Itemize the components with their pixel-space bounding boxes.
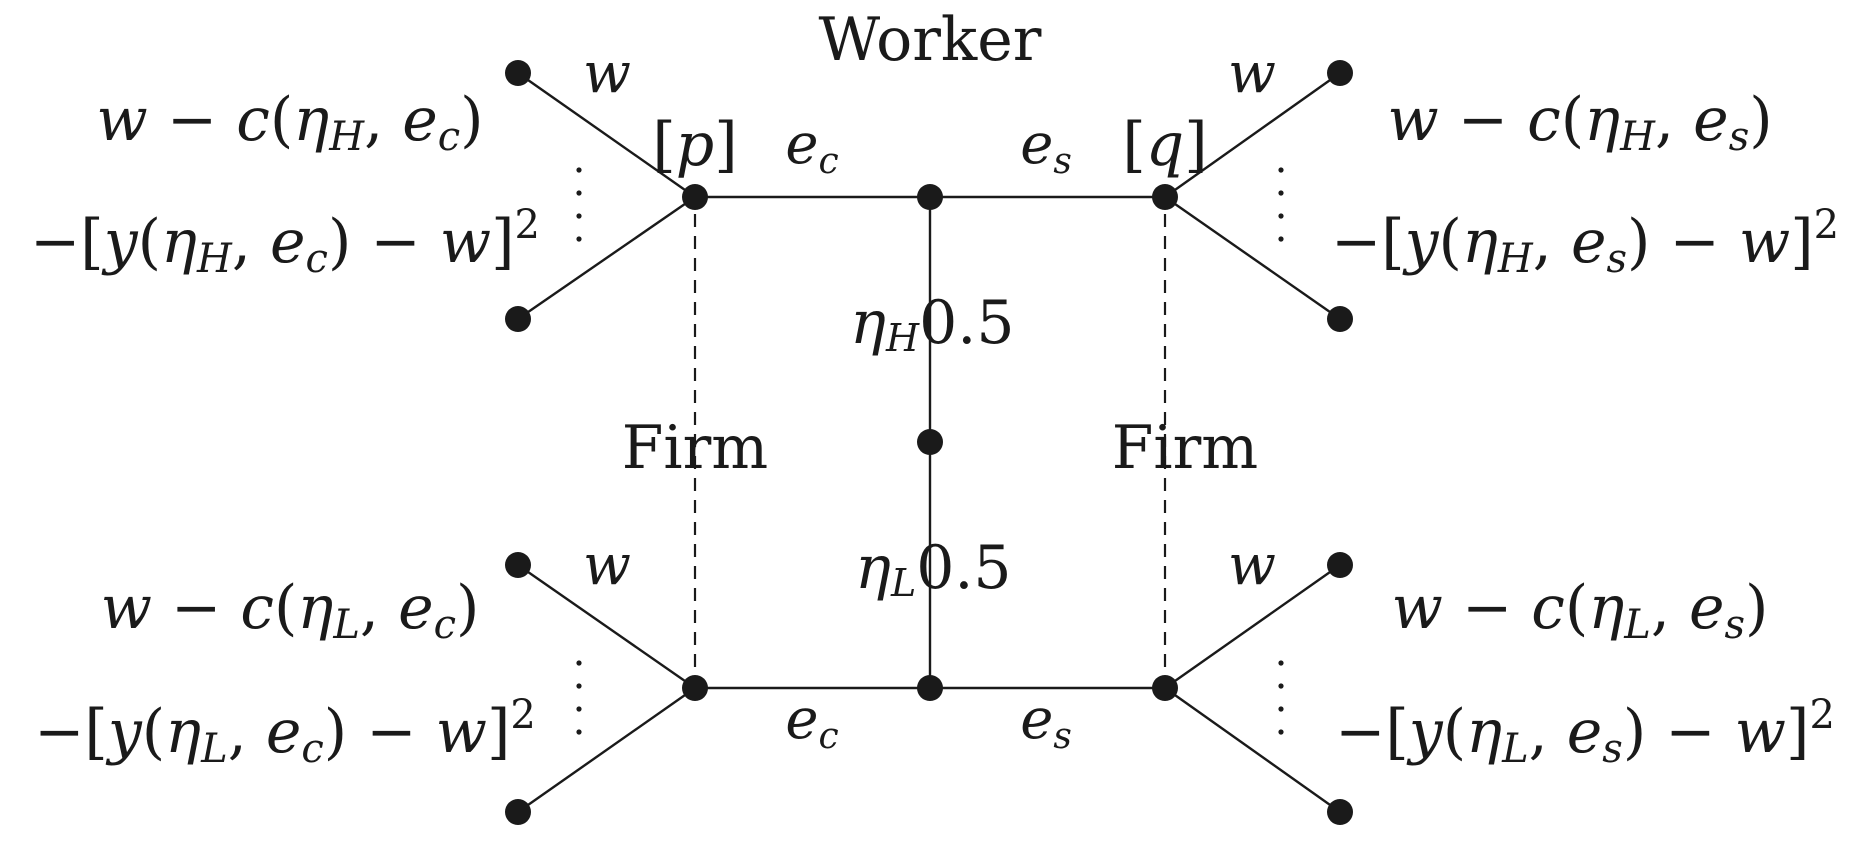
- node-firm-p-low: [682, 675, 708, 701]
- nature-high-probability: ηH0.5: [850, 288, 1015, 360]
- terminal-node-bl-lower: [505, 799, 531, 825]
- payoff-bottom-right-firm: −[y(ηL, es) − w]2: [1335, 692, 1835, 772]
- node-worker-low: [917, 675, 943, 701]
- nature-low-probability: ηL0.5: [855, 533, 1012, 605]
- edge-wage-br-lower: [1164, 687, 1341, 813]
- terminal-node-tr-upper: [1327, 60, 1353, 86]
- node-firm-q-high: [1152, 184, 1178, 210]
- firm-label-left: Firm: [622, 413, 768, 483]
- node-firm-q-low: [1152, 675, 1178, 701]
- wage-continuum-ellipsis-tl: [576, 167, 582, 242]
- payoff-bottom-left-firm: −[y(ηL, ec) − w]2: [34, 692, 536, 772]
- edge-wage-tl-lower: [517, 196, 696, 320]
- terminal-node-br-lower: [1327, 799, 1353, 825]
- payoff-top-left-worker: w − c(ηH, ec): [96, 85, 483, 160]
- payoff-top-left-firm: −[y(ηH, ec) − w]2: [30, 202, 540, 282]
- edge-label-es-top: es: [1020, 112, 1072, 182]
- payoff-bottom-right-worker: w − c(ηL, es): [1392, 573, 1769, 648]
- terminal-node-br-upper: [1327, 552, 1353, 578]
- edge-label-ec-top: ec: [785, 112, 838, 182]
- worker-label: Worker: [819, 5, 1042, 75]
- edge-wage-tl-upper: [517, 72, 696, 198]
- terminal-node-tl-lower: [505, 306, 531, 332]
- edge-label-wage-tr: w: [1228, 41, 1276, 106]
- payoff-bottom-left-worker: w − c(ηL, ec): [101, 573, 480, 648]
- edge-label-ec-bottom: ec: [785, 687, 838, 757]
- edge-label-wage-bl: w: [583, 533, 631, 598]
- edge-wage-tr-upper: [1164, 72, 1341, 198]
- edge-label-wage-tl: w: [583, 41, 631, 106]
- terminal-node-tr-lower: [1327, 306, 1353, 332]
- payoff-top-right-firm: −[y(ηH, es) − w]2: [1331, 202, 1839, 282]
- edge-wage-br-upper: [1164, 564, 1341, 689]
- terminal-node-tl-upper: [505, 60, 531, 86]
- wage-continuum-ellipsis-bl: [576, 660, 582, 735]
- info-set-label-p: [p]: [652, 110, 737, 180]
- terminal-node-bl-upper: [505, 552, 531, 578]
- edge-wage-bl-lower: [517, 687, 696, 813]
- payoff-top-right-worker: w − c(ηH, es): [1387, 85, 1772, 160]
- edge-wage-tr-lower: [1164, 196, 1341, 320]
- wage-continuum-ellipsis-tr: [1278, 167, 1284, 242]
- node-nature: [917, 429, 943, 455]
- edge-wage-bl-upper: [517, 564, 696, 689]
- edge-label-wage-br: w: [1228, 533, 1276, 598]
- info-set-label-q: [q]: [1122, 110, 1207, 180]
- node-firm-p-high: [682, 184, 708, 210]
- edge-label-es-bottom: es: [1020, 687, 1072, 757]
- firm-label-right: Firm: [1112, 413, 1258, 483]
- node-worker-high: [917, 184, 943, 210]
- wage-continuum-ellipsis-br: [1278, 660, 1284, 735]
